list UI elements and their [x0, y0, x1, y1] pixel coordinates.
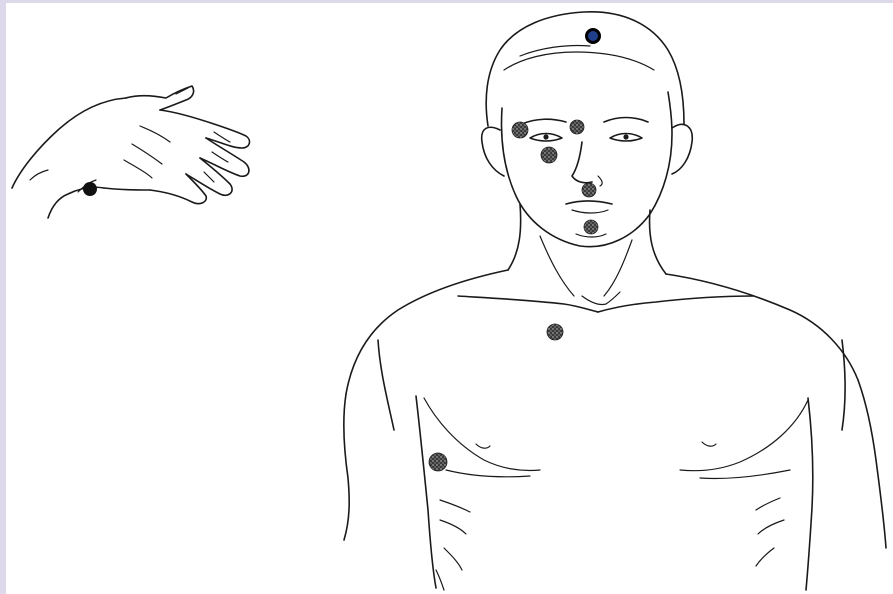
hand-side-point	[83, 182, 97, 196]
sternum-point	[547, 324, 563, 340]
brow-center-point	[570, 120, 584, 134]
under-eye-point	[541, 147, 557, 163]
acupressure-points	[83, 28, 601, 471]
side-rib-point	[429, 453, 447, 471]
torso-drawing	[344, 204, 886, 590]
nose-point	[582, 183, 596, 197]
chin-point	[584, 220, 598, 234]
hand-drawing	[12, 86, 249, 218]
right-eyebrow-point	[512, 122, 528, 138]
crown-point	[585, 28, 601, 44]
